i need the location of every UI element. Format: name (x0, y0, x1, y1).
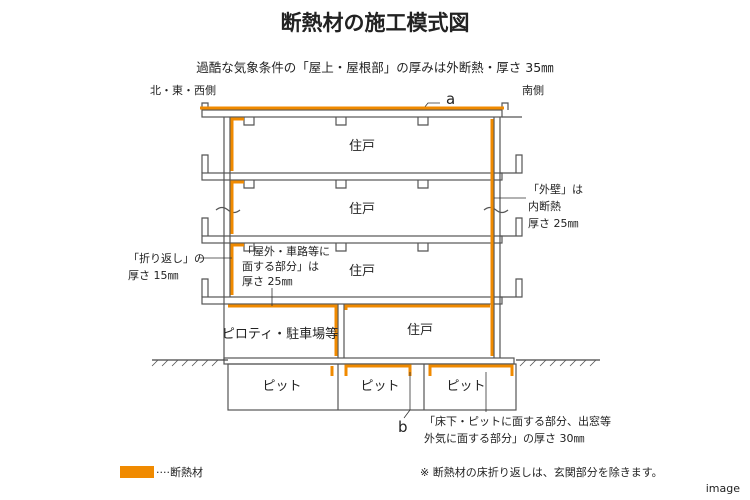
legend-label: ····断熱材 (156, 465, 203, 479)
left-side-label: 北・東・西側 (150, 84, 216, 97)
svg-text:外気に面する部分」の厚さ 30㎜: 外気に面する部分」の厚さ 30㎜ (424, 431, 585, 445)
building-structure (201, 102, 523, 411)
unit-label-4f: 住戸 (349, 139, 375, 154)
unit-label-2f: 住戸 (349, 264, 375, 279)
label-b: b (398, 418, 408, 436)
legend-swatch (120, 466, 154, 478)
pit-label-2: ピット (360, 379, 399, 394)
exterior-wall-callout: 「外壁」は 内断熱 厚さ 25㎜ (494, 182, 583, 230)
svg-text:「外壁」は: 「外壁」は (528, 182, 583, 196)
unit-label-3f: 住戸 (349, 202, 375, 217)
svg-text:「床下・ピットに面する部分、出窓等: 「床下・ピットに面する部分、出窓等 (424, 414, 611, 428)
svg-text:「屋外・車路等に: 「屋外・車路等に (242, 244, 330, 258)
pit-label-1: ピット (262, 379, 301, 394)
svg-text:「折り返し」の: 「折り返し」の (128, 251, 205, 265)
watermark-text: image (706, 482, 740, 495)
right-side-label: 南側 (522, 84, 544, 97)
ground-line (151, 359, 600, 367)
insulation-lines (200, 106, 514, 376)
fold-back-callout: 「折り返し」の 厚さ 15㎜ (128, 251, 232, 282)
svg-text:内断熱: 内断熱 (528, 199, 561, 213)
pit-label-3: ピット (446, 379, 485, 394)
svg-text:面する部分」は: 面する部分」は (242, 259, 319, 273)
svg-text:厚さ 25㎜: 厚さ 25㎜ (242, 275, 293, 288)
svg-text:厚さ 25㎜: 厚さ 25㎜ (528, 217, 579, 230)
floor-pit-callout: b 「床下・ピットに面する部分、出窓等 外気に面する部分」の厚さ 30㎜ (398, 372, 611, 445)
piloti-label: ピロティ・駐車場等 (222, 326, 338, 342)
page-title: 断熱材の施工模式図 (281, 11, 470, 35)
label-a: a (446, 90, 455, 108)
footnote: ※ 断熱材の床折り返しは、玄関部分を除きます。 (420, 465, 663, 479)
outdoor-part-callout: 「屋外・車路等に 面する部分」は 厚さ 25㎜ (242, 244, 330, 306)
unit-label-1f: 住戸 (407, 323, 433, 338)
svg-text:厚さ 15㎜: 厚さ 15㎜ (128, 269, 179, 282)
roof-note: 過酷な気象条件の「屋上・屋根部」の厚みは外断熱・厚さ 35㎜ (196, 60, 554, 75)
legend: ····断熱材 (120, 465, 203, 479)
